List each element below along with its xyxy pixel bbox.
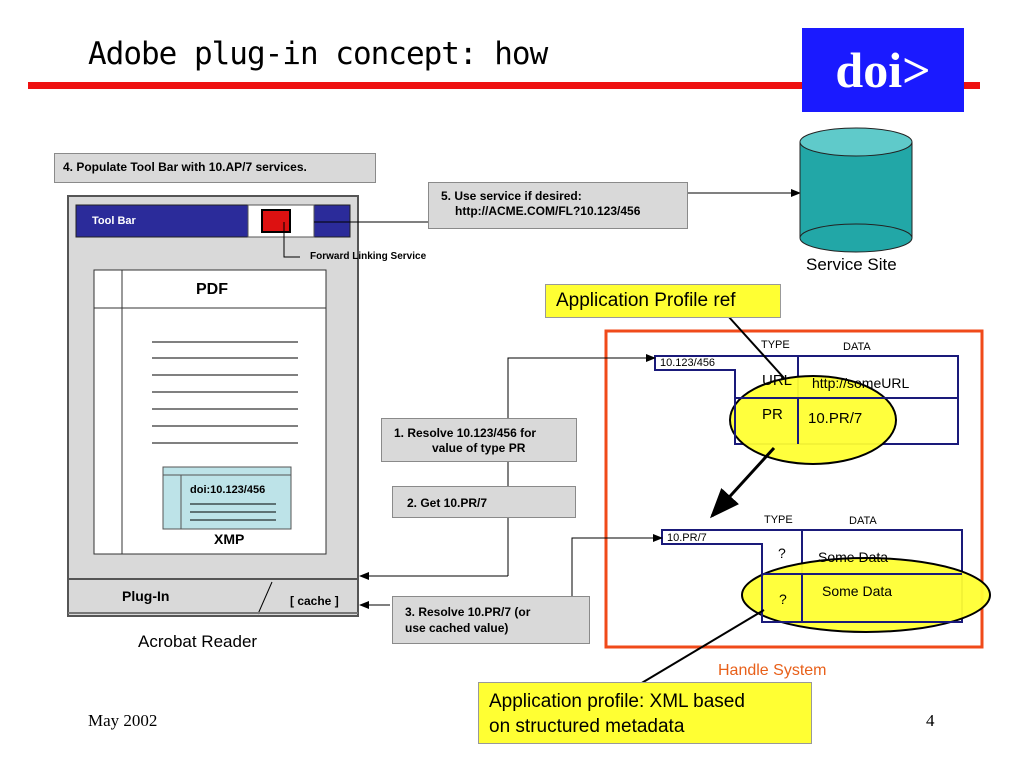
plugin-bar	[67, 578, 359, 617]
service-site-cylinder	[799, 127, 913, 253]
step-3-box: 3. Resolve 10.PR/7 (or use cached value)	[392, 596, 590, 644]
record1-handle: 10.123/456	[660, 357, 716, 369]
page-number: 4	[926, 711, 935, 730]
slide-title: Adobe plug-in concept: how	[88, 36, 548, 72]
record2-type-header: TYPE	[764, 514, 793, 526]
forward-linking-button	[261, 209, 291, 233]
record2-row1-type: ?	[778, 545, 786, 561]
doi-logo: doi>	[802, 28, 964, 112]
xmp-doi-label: doi:10.123/456	[190, 484, 266, 496]
pdf-text-lines	[152, 341, 298, 444]
record1-row1-type: URL	[762, 372, 793, 389]
xmp-label: XMP	[214, 531, 245, 547]
step-5-line2: http://ACME.COM/FL?10.123/456	[455, 204, 641, 218]
application-profile-xml-line1: Application profile: XML based	[489, 691, 745, 712]
footer-date: May 2002	[88, 711, 158, 730]
pdf-label: PDF	[196, 281, 228, 298]
record1-type-header: TYPE	[761, 339, 790, 351]
step-1-line1: 1. Resolve 10.123/456 for	[394, 426, 537, 440]
record2-row2-data: Some Data	[822, 583, 893, 599]
highlight-ellipse-2	[741, 557, 991, 633]
acrobat-reader-caption: Acrobat Reader	[138, 632, 258, 651]
application-profile-xml-line2: on structured metadata	[489, 716, 685, 737]
cache-label: [ cache ]	[290, 594, 339, 608]
handle-system-frame	[604, 329, 984, 649]
record1-row2-data: 10.PR/7	[808, 410, 863, 427]
step-5-line1: 5. Use service if desired:	[441, 189, 582, 203]
record2-handle: 10.PR/7	[667, 532, 707, 544]
plugin-label: Plug-In	[122, 588, 170, 604]
record2-row1-data: Some Data	[818, 549, 889, 565]
toolbar-label: Tool Bar	[92, 215, 136, 227]
step-3-line1: 3. Resolve 10.PR/7 (or	[405, 605, 531, 619]
application-profile-ref-callout: Application Profile ref	[545, 284, 781, 318]
record1-row1-data: http://someURL	[812, 375, 910, 391]
step-1-box: 1. Resolve 10.123/456 for value of type …	[381, 418, 577, 462]
xmp-box	[162, 466, 292, 530]
application-profile-ref-text: Application Profile ref	[556, 290, 736, 311]
step-2-box: 2. Get 10.PR/7	[392, 486, 576, 518]
step-2-text: 2. Get 10.PR/7	[407, 496, 488, 510]
title-underline	[28, 82, 980, 89]
application-profile-xml-callout: Application profile: XML based on struct…	[478, 682, 812, 744]
record1-row2-type: PR	[762, 406, 783, 423]
service-site-label: Service Site	[806, 255, 897, 274]
forward-linking-label: Forward Linking Service	[310, 251, 427, 262]
step-4-box: 4. Populate Tool Bar with 10.AP/7 servic…	[54, 153, 376, 183]
step-5-box: 5. Use service if desired: http://ACME.C…	[428, 182, 688, 229]
step-3-line2: use cached value)	[405, 621, 509, 635]
step-4-text: 4. Populate Tool Bar with 10.AP/7 servic…	[63, 160, 307, 174]
record2-data-header: DATA	[849, 515, 877, 527]
step-1-line2: value of type PR	[432, 441, 526, 455]
record2-row2-type: ?	[779, 591, 787, 607]
record1-data-header: DATA	[843, 341, 871, 353]
handle-system-label: Handle System	[718, 662, 827, 679]
